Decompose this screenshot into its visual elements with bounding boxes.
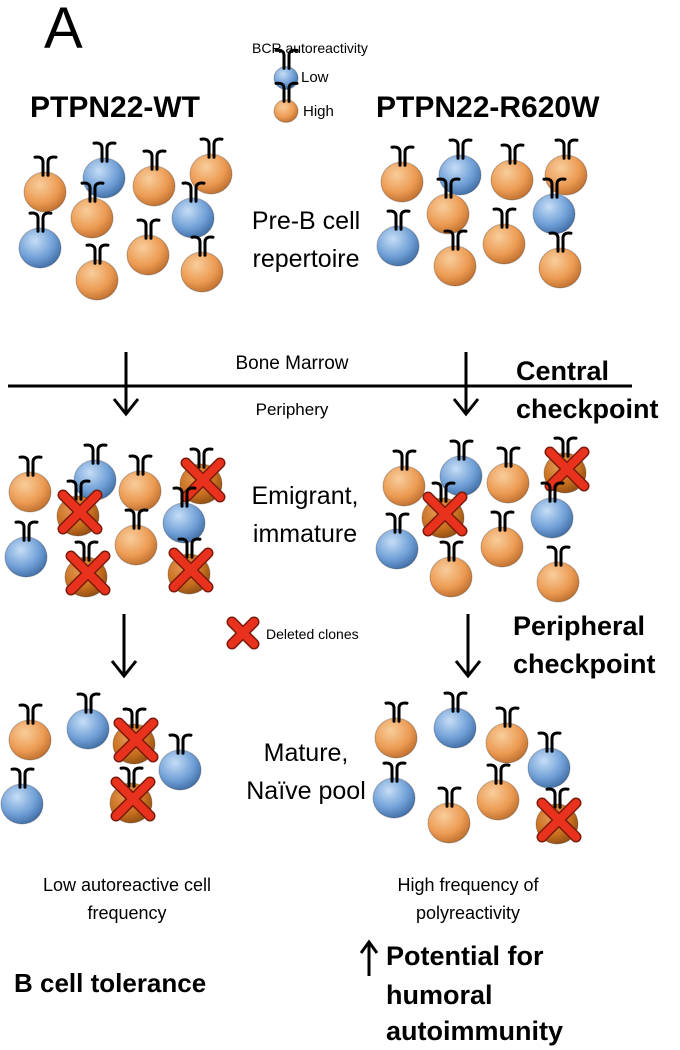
right-column-title: PTPN22-R620W (376, 91, 600, 124)
b-cell-high (486, 446, 530, 504)
deleted-x-icon (536, 797, 582, 843)
b-cell-low (375, 512, 419, 570)
periphery-label: Periphery (255, 400, 329, 419)
b-cell-low (376, 209, 420, 267)
peripheral-checkpoint-line1: Peripheral (513, 611, 646, 641)
b-cell-low (73, 443, 117, 501)
b-cell-high (485, 706, 529, 764)
right-conclusion-line1: Potential for (386, 941, 544, 971)
b-cell-high-deleted (543, 436, 590, 494)
deleted-x-icon (422, 491, 468, 537)
b-cell-high (476, 763, 520, 821)
central-checkpoint-line1: Central (516, 356, 610, 386)
b-cell-high (23, 155, 67, 213)
left-column-title: PTPN22-WT (30, 91, 201, 124)
right-central-arrow (452, 352, 480, 417)
right-conclusion-line2: humoral (386, 980, 493, 1010)
b-cell-high-deleted (64, 540, 111, 598)
b-cell-high-deleted (56, 479, 103, 537)
stage-mature-line1: Mature, (263, 739, 349, 767)
b-cell-low (532, 177, 576, 235)
b-cell-low (527, 731, 571, 789)
b-cell-high (490, 143, 534, 201)
b-cell-low (171, 181, 215, 239)
deleted-x-icon (168, 547, 214, 593)
b-cell-high (433, 229, 477, 287)
deleted-x-icon (544, 446, 590, 492)
b-cell-high (427, 786, 471, 844)
right-conclusion-line3: autoimmunity (386, 1016, 564, 1046)
left-peripheral-arrow (110, 614, 138, 679)
b-cell-high-deleted (535, 787, 582, 845)
b-cell-high (374, 701, 418, 759)
legend-low-label: Low (301, 69, 329, 86)
right-peripheral-arrow (454, 614, 482, 679)
b-cell-high (8, 703, 52, 761)
b-cell-high (132, 149, 176, 207)
deleted-x-icon (57, 489, 103, 535)
b-cell-high (382, 449, 426, 507)
legend-deleted-label: Deleted clones (266, 626, 359, 642)
b-cell-high (536, 545, 580, 603)
b-cell-high-deleted (167, 537, 214, 595)
panel-label: A (44, 0, 83, 61)
b-cell-low (82, 141, 126, 199)
right-outcome-line2: polyreactivity (415, 903, 521, 923)
b-cell-high (70, 181, 114, 239)
right-outcome-line1: High frequency of (397, 875, 539, 895)
b-cell-high (482, 207, 526, 265)
b-cell-high (114, 508, 158, 566)
b-cell-high (118, 454, 162, 512)
legend-high-cell-icon (273, 81, 299, 123)
deleted-x-icon (65, 550, 111, 596)
peripheral-checkpoint-line2: checkpoint (513, 649, 656, 679)
central-checkpoint-line2: checkpoint (516, 394, 659, 424)
stage-emigrant-line1: Emigrant, (251, 482, 359, 510)
left-conclusion: B cell tolerance (14, 968, 207, 998)
deleted-x-icon (226, 616, 260, 650)
b-cell-high-deleted (109, 766, 156, 824)
b-cell-high (75, 243, 119, 301)
stage-emigrant-line2: immature (252, 520, 358, 548)
b-cell-low (0, 767, 44, 825)
b-cell-high-deleted (112, 707, 159, 765)
stage-pre-b-line1: Pre-B cell (251, 207, 361, 235)
b-cell-high (538, 231, 582, 289)
stage-pre-b-line2: repertoire (252, 245, 360, 273)
b-cell-high-deleted (421, 481, 468, 539)
deleted-x-icon (110, 776, 156, 822)
legend-high-label: High (303, 103, 334, 120)
b-cell-high (426, 177, 470, 235)
b-cell-low (433, 691, 477, 749)
up-arrow-icon (359, 939, 379, 976)
b-cell-low (530, 481, 574, 539)
b-cell-low (372, 761, 416, 819)
b-cell-high (480, 510, 524, 568)
left-central-arrow (112, 352, 140, 417)
b-cell-low (66, 692, 110, 750)
b-cell-high (126, 218, 170, 276)
b-cell-high-deleted (179, 447, 226, 505)
b-cell-high (8, 455, 52, 513)
b-cell-low (4, 520, 48, 578)
left-outcome-line1: Low autoreactive cell (42, 875, 212, 895)
stage-mature-line2: Naïve pool (246, 777, 366, 805)
b-cell-low (158, 733, 202, 791)
b-cell-high (180, 235, 224, 293)
b-cell-high (380, 145, 424, 203)
deleted-x-icon (113, 717, 159, 763)
b-cell-low (162, 486, 206, 544)
b-cell-high (429, 540, 473, 598)
left-outcome-line2: frequency (87, 903, 167, 923)
bone-marrow-label: Bone Marrow (235, 353, 349, 374)
b-cell-low (18, 211, 62, 269)
deleted-x-icon (180, 457, 226, 503)
